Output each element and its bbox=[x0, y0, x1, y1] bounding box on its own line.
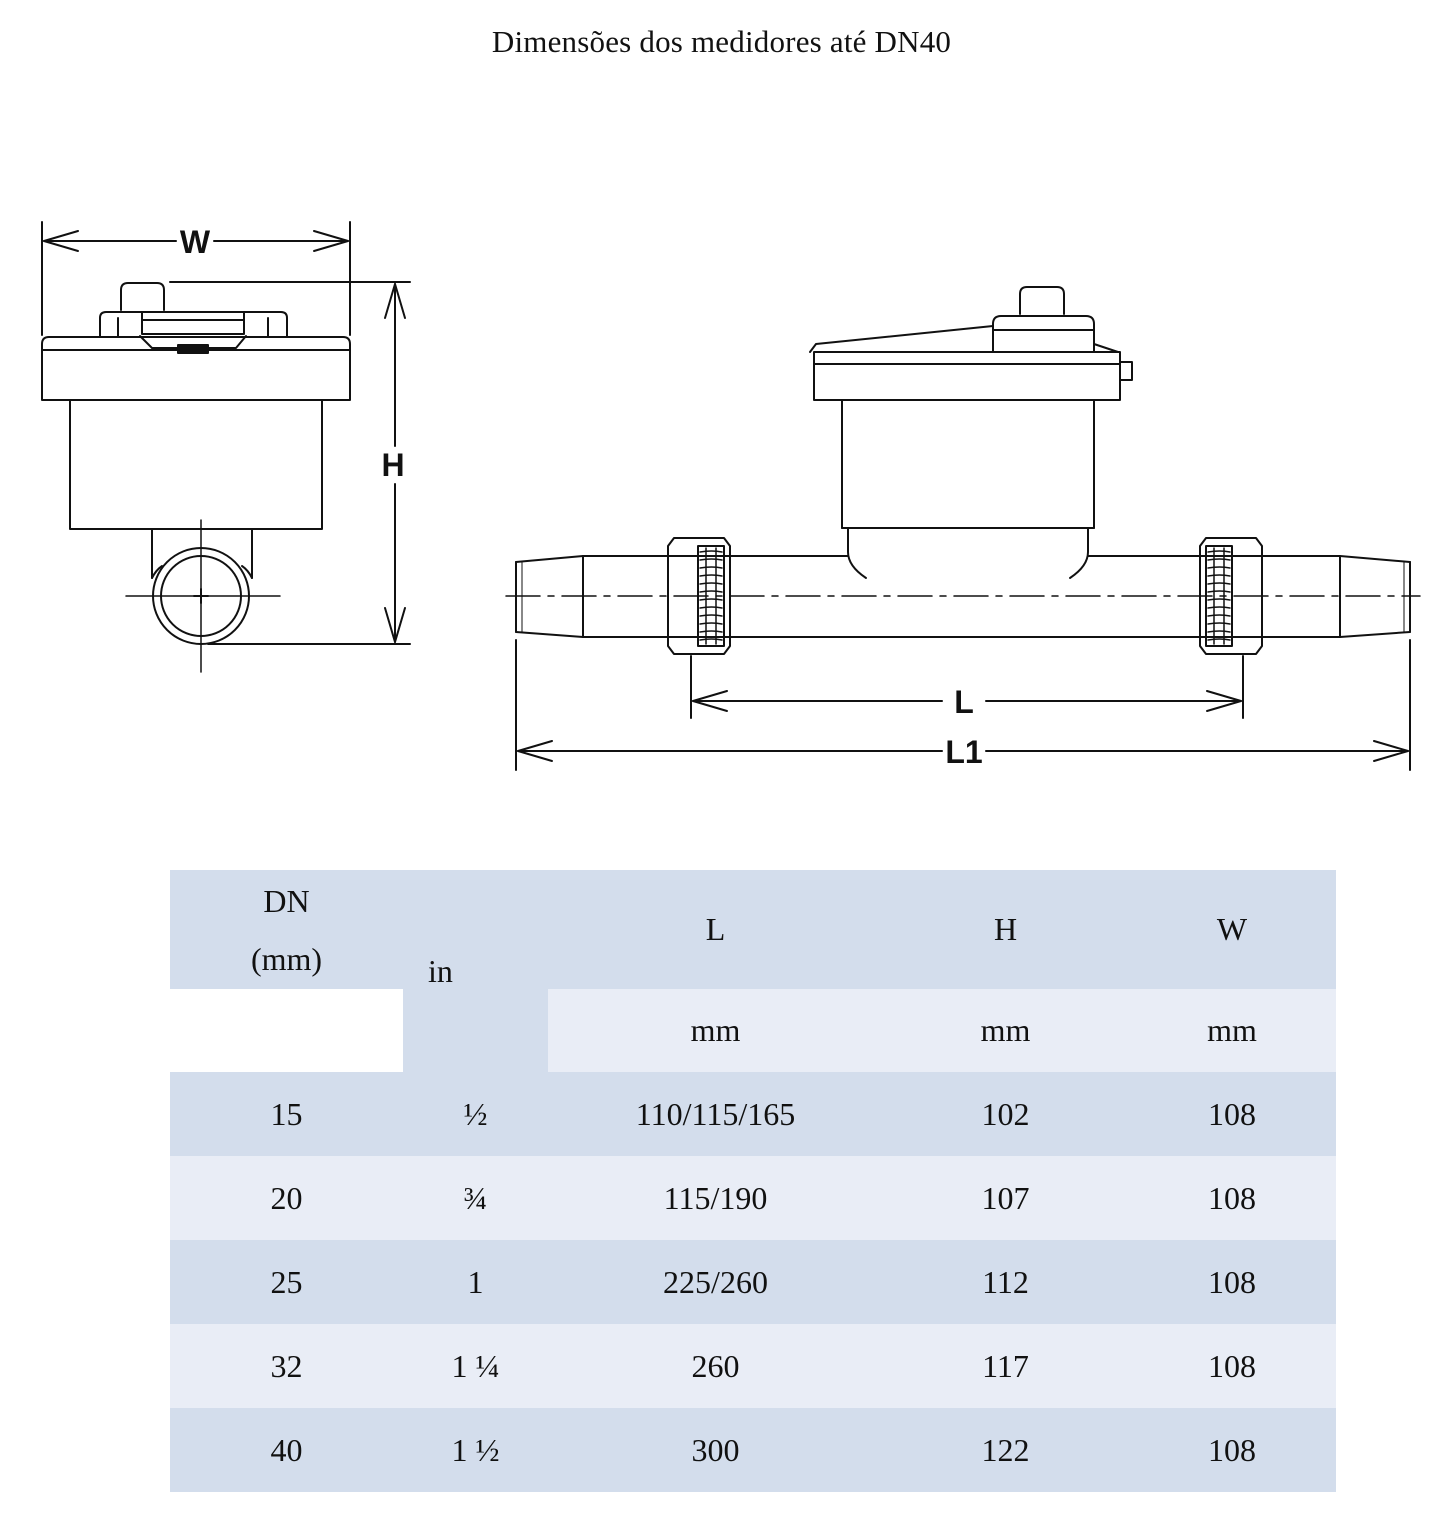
dim-label-l: L bbox=[954, 684, 974, 720]
cell-in: ½ bbox=[463, 1095, 488, 1132]
dim-label-h: H bbox=[381, 447, 404, 483]
cell-h: 102 bbox=[981, 1095, 1030, 1132]
unit-w: mm bbox=[1128, 989, 1336, 1072]
cell-in: ¾ bbox=[463, 1179, 488, 1216]
cell-h: 122 bbox=[981, 1431, 1030, 1468]
cell-l: 115/190 bbox=[663, 1179, 768, 1216]
cell-dn: 20 bbox=[270, 1179, 303, 1216]
header-l: L bbox=[548, 870, 883, 989]
header-dn-unit: (mm) bbox=[250, 940, 323, 977]
table-header-row: DN (mm) in L H W bbox=[170, 870, 1336, 1072]
cell-in: 1 ½ bbox=[451, 1431, 500, 1468]
cell-l: 225/260 bbox=[663, 1263, 768, 1300]
header-w: W bbox=[1128, 870, 1336, 989]
table-row: 40 1 ½ 300 122 108 bbox=[170, 1408, 1336, 1492]
header-dn: DN (mm) bbox=[170, 870, 403, 989]
dim-label-l1: L1 bbox=[945, 734, 982, 770]
cell-dn: 40 bbox=[270, 1431, 303, 1468]
header-dn-label: DN bbox=[263, 882, 310, 919]
cell-w: 108 bbox=[1208, 1263, 1256, 1300]
unit-dn-blank bbox=[170, 989, 403, 1072]
table-row: 20 ¾ 115/190 107 108 bbox=[170, 1156, 1336, 1240]
cell-l: 300 bbox=[691, 1431, 740, 1468]
dimensions-table: DN (mm) in L H W mm mm mm 15 ½ 110/115/1… bbox=[170, 870, 1336, 1492]
cell-w: 108 bbox=[1208, 1431, 1256, 1468]
cell-dn: 32 bbox=[270, 1347, 303, 1384]
header-in-label: in bbox=[428, 952, 453, 989]
front-view bbox=[505, 286, 1421, 771]
cell-l: 260 bbox=[691, 1347, 740, 1384]
header-h: H bbox=[883, 870, 1128, 989]
cell-l: 110/115/165 bbox=[635, 1095, 796, 1132]
page-title: Dimensões dos medidores até DN40 bbox=[491, 24, 952, 59]
cell-h: 107 bbox=[981, 1179, 1030, 1216]
cell-w: 108 bbox=[1208, 1095, 1256, 1132]
cell-dn: 15 bbox=[270, 1095, 303, 1132]
cell-w: 108 bbox=[1208, 1347, 1256, 1384]
unit-h: mm bbox=[883, 989, 1128, 1072]
table-row: 15 ½ 110/115/165 102 108 bbox=[170, 1072, 1336, 1156]
header-in: in bbox=[403, 870, 548, 1072]
table-row: 32 1 ¼ 260 117 108 bbox=[170, 1324, 1336, 1408]
cell-dn: 25 bbox=[270, 1263, 303, 1300]
cell-w: 108 bbox=[1208, 1179, 1256, 1216]
cell-in: 1 ¼ bbox=[451, 1347, 500, 1384]
meter-technical-drawing: W H L L1 bbox=[41, 221, 1421, 771]
table-unit-row: mm mm mm bbox=[170, 989, 1336, 1072]
cell-h: 112 bbox=[982, 1263, 1029, 1300]
cell-h: 117 bbox=[982, 1347, 1029, 1384]
unit-l: mm bbox=[548, 989, 883, 1072]
cell-in: 1 bbox=[467, 1263, 484, 1300]
side-view bbox=[41, 221, 411, 673]
table-row: 25 1 225/260 112 108 bbox=[170, 1240, 1336, 1324]
dim-label-w: W bbox=[180, 224, 211, 260]
